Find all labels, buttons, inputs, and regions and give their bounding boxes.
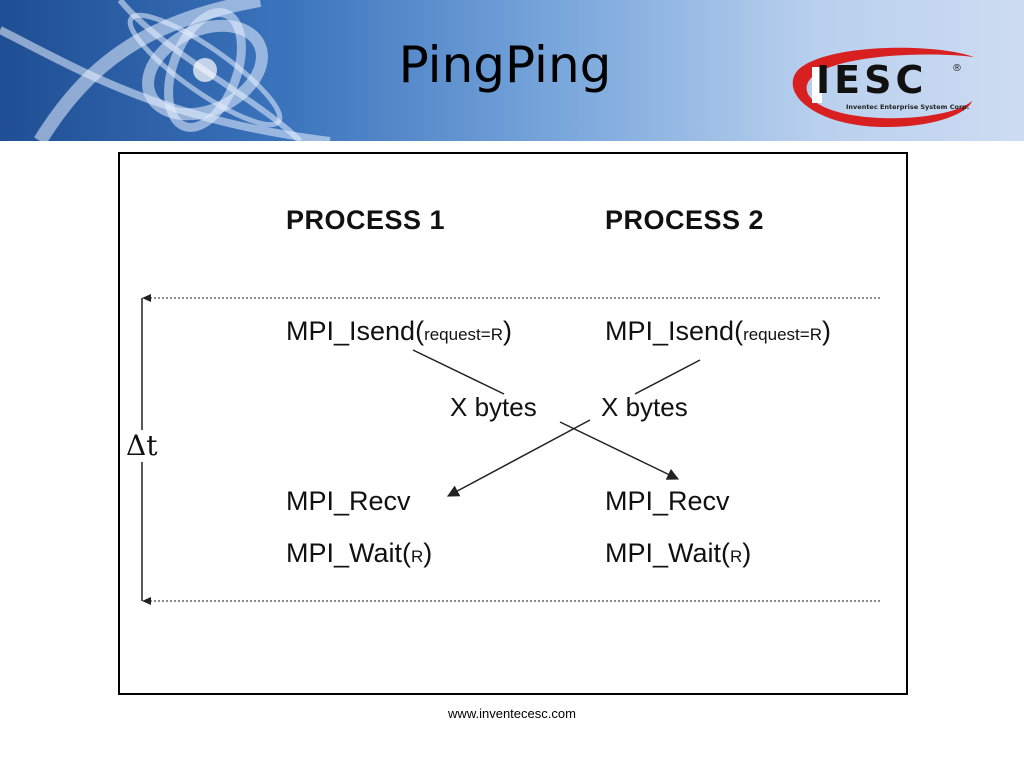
logo-letters: IESC (816, 58, 928, 102)
message-arrow-p2-to-p1 (634, 359, 701, 395)
company-logo: IESC Inventec Enterprise System Corp. ® (786, 45, 976, 130)
message-arrow-p2-to-p1-tail (446, 419, 591, 497)
registered-mark: ® (952, 63, 962, 74)
logo-swoosh-icon (792, 47, 974, 127)
slide-title: PingPing (398, 36, 612, 94)
message-label-right: X bytes (601, 392, 688, 422)
logo-tagline: Inventec Enterprise System Corp. (846, 103, 970, 111)
process2-wait: MPI_Wait(R) (605, 538, 752, 568)
delta-t-label: Δt (126, 429, 158, 462)
process2-isend: MPI_Isend(request=R) (605, 316, 831, 346)
diagram-lines (141, 294, 882, 605)
process1-header: PROCESS 1 (286, 205, 446, 235)
message-label-left: X bytes (450, 392, 537, 422)
message-arrow-p1-to-p2-tail (559, 421, 680, 480)
process1-isend: MPI_Isend(request=R) (286, 316, 512, 346)
message-arrow-p1-to-p2 (412, 349, 505, 395)
decorative-swirl (0, 0, 331, 141)
header-banner: PingPing IESC Inventec Enterprise System… (0, 0, 1024, 141)
top-arrowhead-icon (142, 294, 151, 302)
process1-wait: MPI_Wait(R) (286, 538, 433, 568)
process2-recv: MPI_Recv (605, 486, 730, 516)
process1-recv: MPI_Recv (286, 486, 411, 516)
bottom-arrowhead-icon (142, 597, 151, 605)
process2-header: PROCESS 2 (605, 205, 765, 235)
footer-url: www.inventecesc.com (448, 706, 576, 721)
diagram-frame: PROCESS 1 MPI_Isend(request=R) MPI_Recv … (118, 152, 908, 695)
